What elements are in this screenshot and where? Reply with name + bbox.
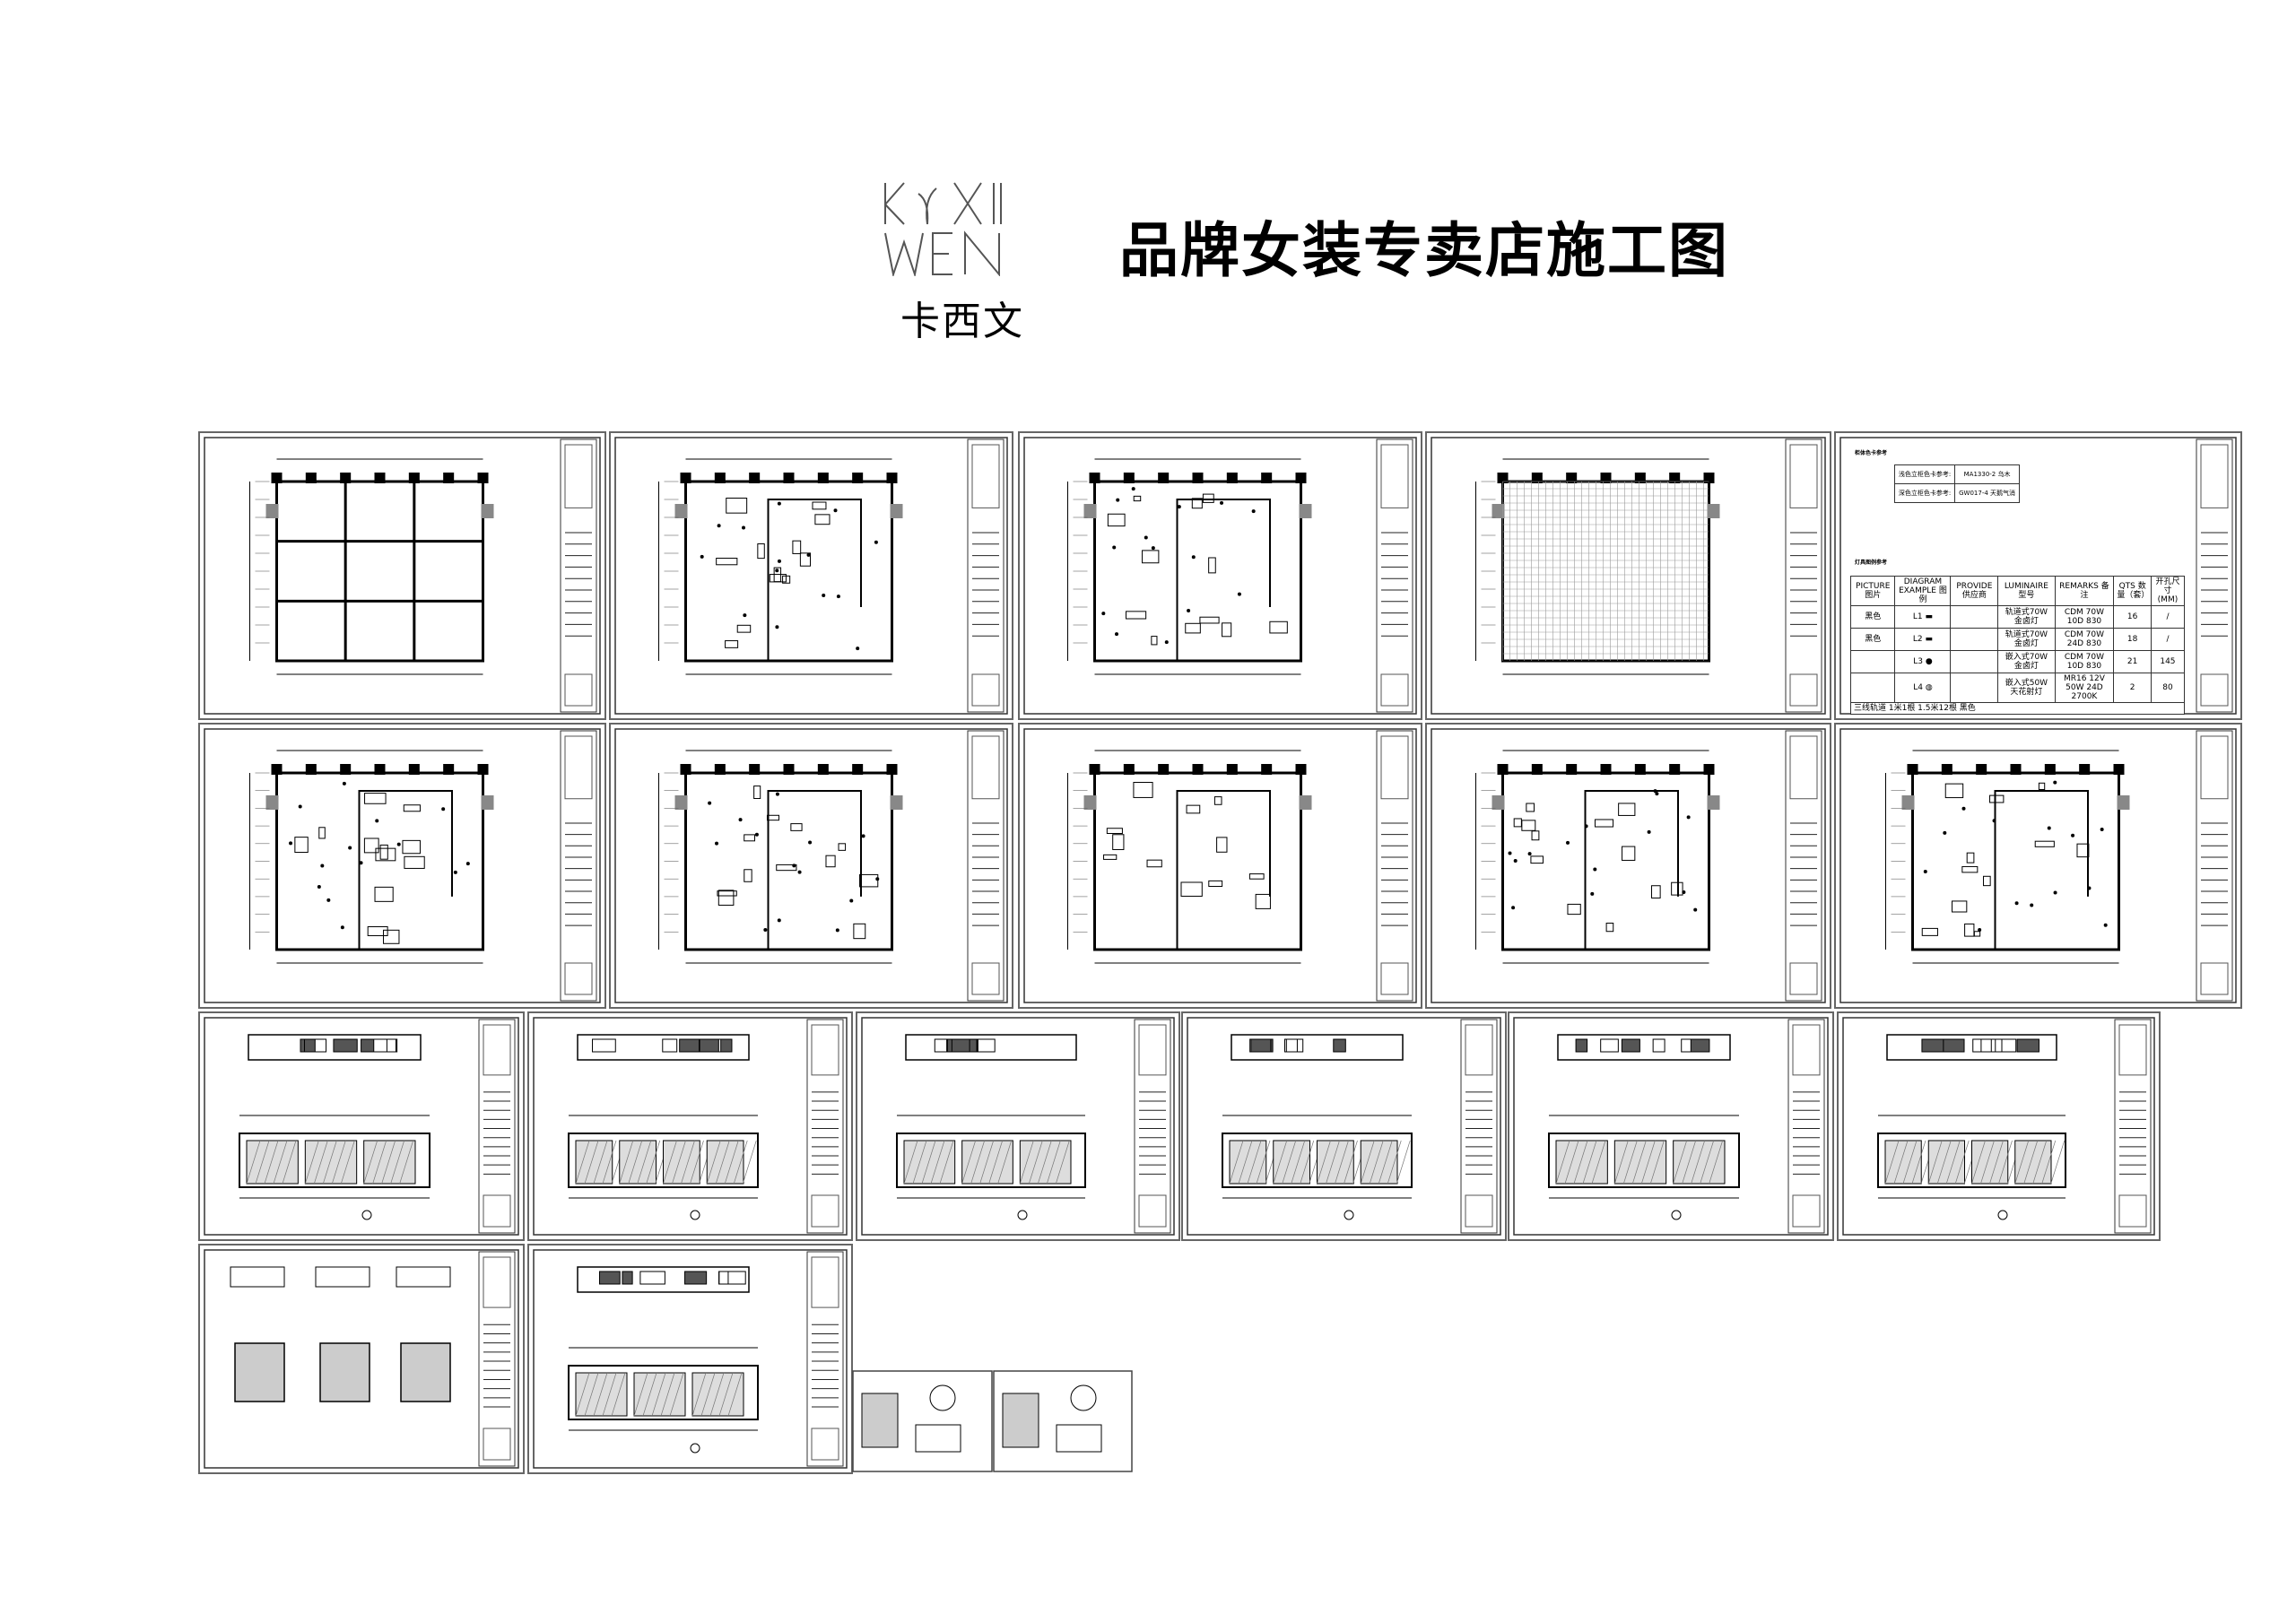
luminaire-code: L3 xyxy=(1913,657,1923,666)
header-cell: QTS 数量（套） xyxy=(2113,576,2152,606)
brand-logo xyxy=(883,181,1013,278)
cell: MA1330-2 乌木 xyxy=(1954,464,2020,484)
drawing-sheet xyxy=(1181,1011,1507,1241)
cell: 80 xyxy=(2150,673,2186,703)
cell: CDM 70W 10D 830 xyxy=(2054,605,2115,629)
luminaire-code: L2 xyxy=(1912,635,1923,644)
drawing-sheet xyxy=(1508,1011,1834,1241)
cell: 嵌入式70W 金卤灯 xyxy=(1997,650,2056,673)
cell: / xyxy=(2150,628,2186,651)
cell: 21 xyxy=(2113,650,2152,673)
cell: 黑色 xyxy=(1849,605,1896,629)
drawing-sheet xyxy=(1425,431,1831,720)
cell: L3 ● xyxy=(1894,650,1952,673)
cell: 16 xyxy=(2113,605,2152,629)
luminaire-caption: 灯具图例参考 xyxy=(1855,560,1888,566)
cell: L2 ▬ xyxy=(1894,628,1952,651)
cell xyxy=(1950,605,1999,629)
drawing-set-title: 品牌女装专卖店施工图 xyxy=(1119,216,1729,285)
header-cell: REMARKS 备注 xyxy=(2054,576,2115,606)
cell: / xyxy=(2150,605,2186,629)
color-reference-caption: 柜体色卡参考 xyxy=(1855,450,1888,456)
track-spotlight-icon: ▬ xyxy=(1922,612,1933,621)
drawing-sheet xyxy=(1425,723,1831,1009)
brand-name-cn: 卡西文 xyxy=(900,299,1024,344)
drawing-sheet xyxy=(198,723,606,1009)
cell: L4 ◍ xyxy=(1894,673,1952,703)
header-cell: 开孔尺寸 (MM) xyxy=(2150,576,2186,606)
recessed-light-icon: ● xyxy=(1922,657,1933,666)
drawing-sheet xyxy=(609,431,1013,720)
table-row: 浅色立柜色卡参考:MA1330-2 乌木 xyxy=(1893,464,2020,484)
detail-sheet xyxy=(852,1370,993,1472)
drawing-sheet xyxy=(856,1011,1180,1241)
header-cell: PICTURE 图片 xyxy=(1849,576,1896,606)
header-cell: DIAGRAM EXAMPLE 图例 xyxy=(1894,576,1952,606)
drawing-sheet xyxy=(1018,431,1422,720)
cell: 145 xyxy=(2150,650,2186,673)
cell: 黑色 xyxy=(1849,628,1896,651)
header-cell: LUMINAIRE 型号 xyxy=(1997,576,2056,606)
drawing-sheet xyxy=(198,1244,525,1474)
table-footer-row: 三线轨道 1米1根 1.5米12根 黑色 xyxy=(1850,702,2185,715)
track-spotlight-icon: ▬ xyxy=(1922,635,1933,644)
table-header-row: PICTURE 图片 DIAGRAM EXAMPLE 图例 PROVIDE 供应… xyxy=(1849,576,2186,606)
cell: 轨道式70W 金卤灯 xyxy=(1997,605,2056,629)
cell: 浅色立柜色卡参考: xyxy=(1893,464,1956,484)
luminaire-code: L4 xyxy=(1913,683,1923,692)
cell: 18 xyxy=(2113,628,2152,651)
cell: L1 ▬ xyxy=(1894,605,1952,629)
cell xyxy=(1950,628,1999,651)
cell xyxy=(1849,650,1896,673)
table-row: 深色立柜色卡参考:GW017-4 天鹅气消 xyxy=(1893,483,2020,503)
drawing-sheet xyxy=(198,431,606,720)
detail-sheet xyxy=(993,1370,1133,1472)
cell: CDM 70W 10D 830 xyxy=(2054,650,2115,673)
drawing-sheet xyxy=(198,1011,525,1241)
drawing-sheet xyxy=(1834,723,2242,1009)
luminaire-code: L1 xyxy=(1912,612,1923,621)
luminaire-schedule-table: PICTURE 图片 DIAGRAM EXAMPLE 图例 PROVIDE 供应… xyxy=(1849,576,2186,715)
drawing-sheet xyxy=(527,1011,853,1241)
cell xyxy=(1950,650,1999,673)
cell: 嵌入式50W 天花射灯 xyxy=(1997,673,2056,703)
cell: 深色立柜色卡参考: xyxy=(1893,483,1956,503)
cell xyxy=(1950,673,1999,703)
cell: GW017-4 天鹅气消 xyxy=(1954,483,2020,503)
drawing-sheet xyxy=(609,723,1013,1009)
cell xyxy=(1849,673,1896,703)
cell: 轨道式70W 金卤灯 xyxy=(1997,628,2056,651)
cell: MR16 12V 50W 24D 2700K xyxy=(2054,673,2115,703)
drawing-sheet xyxy=(527,1244,853,1474)
cell: 2 xyxy=(2113,673,2152,703)
drawing-sheet xyxy=(1018,723,1422,1009)
footer-cell: 三线轨道 1米1根 1.5米12根 黑色 xyxy=(1850,702,2185,715)
header-cell: PROVIDE 供应商 xyxy=(1950,576,1999,606)
downlight-icon: ◍ xyxy=(1922,683,1933,692)
color-reference-table: 浅色立柜色卡参考:MA1330-2 乌木 深色立柜色卡参考:GW017-4 天鹅… xyxy=(1893,464,2020,503)
drawing-sheet xyxy=(1837,1011,2161,1241)
cell: CDM 70W 24D 830 xyxy=(2054,628,2115,651)
